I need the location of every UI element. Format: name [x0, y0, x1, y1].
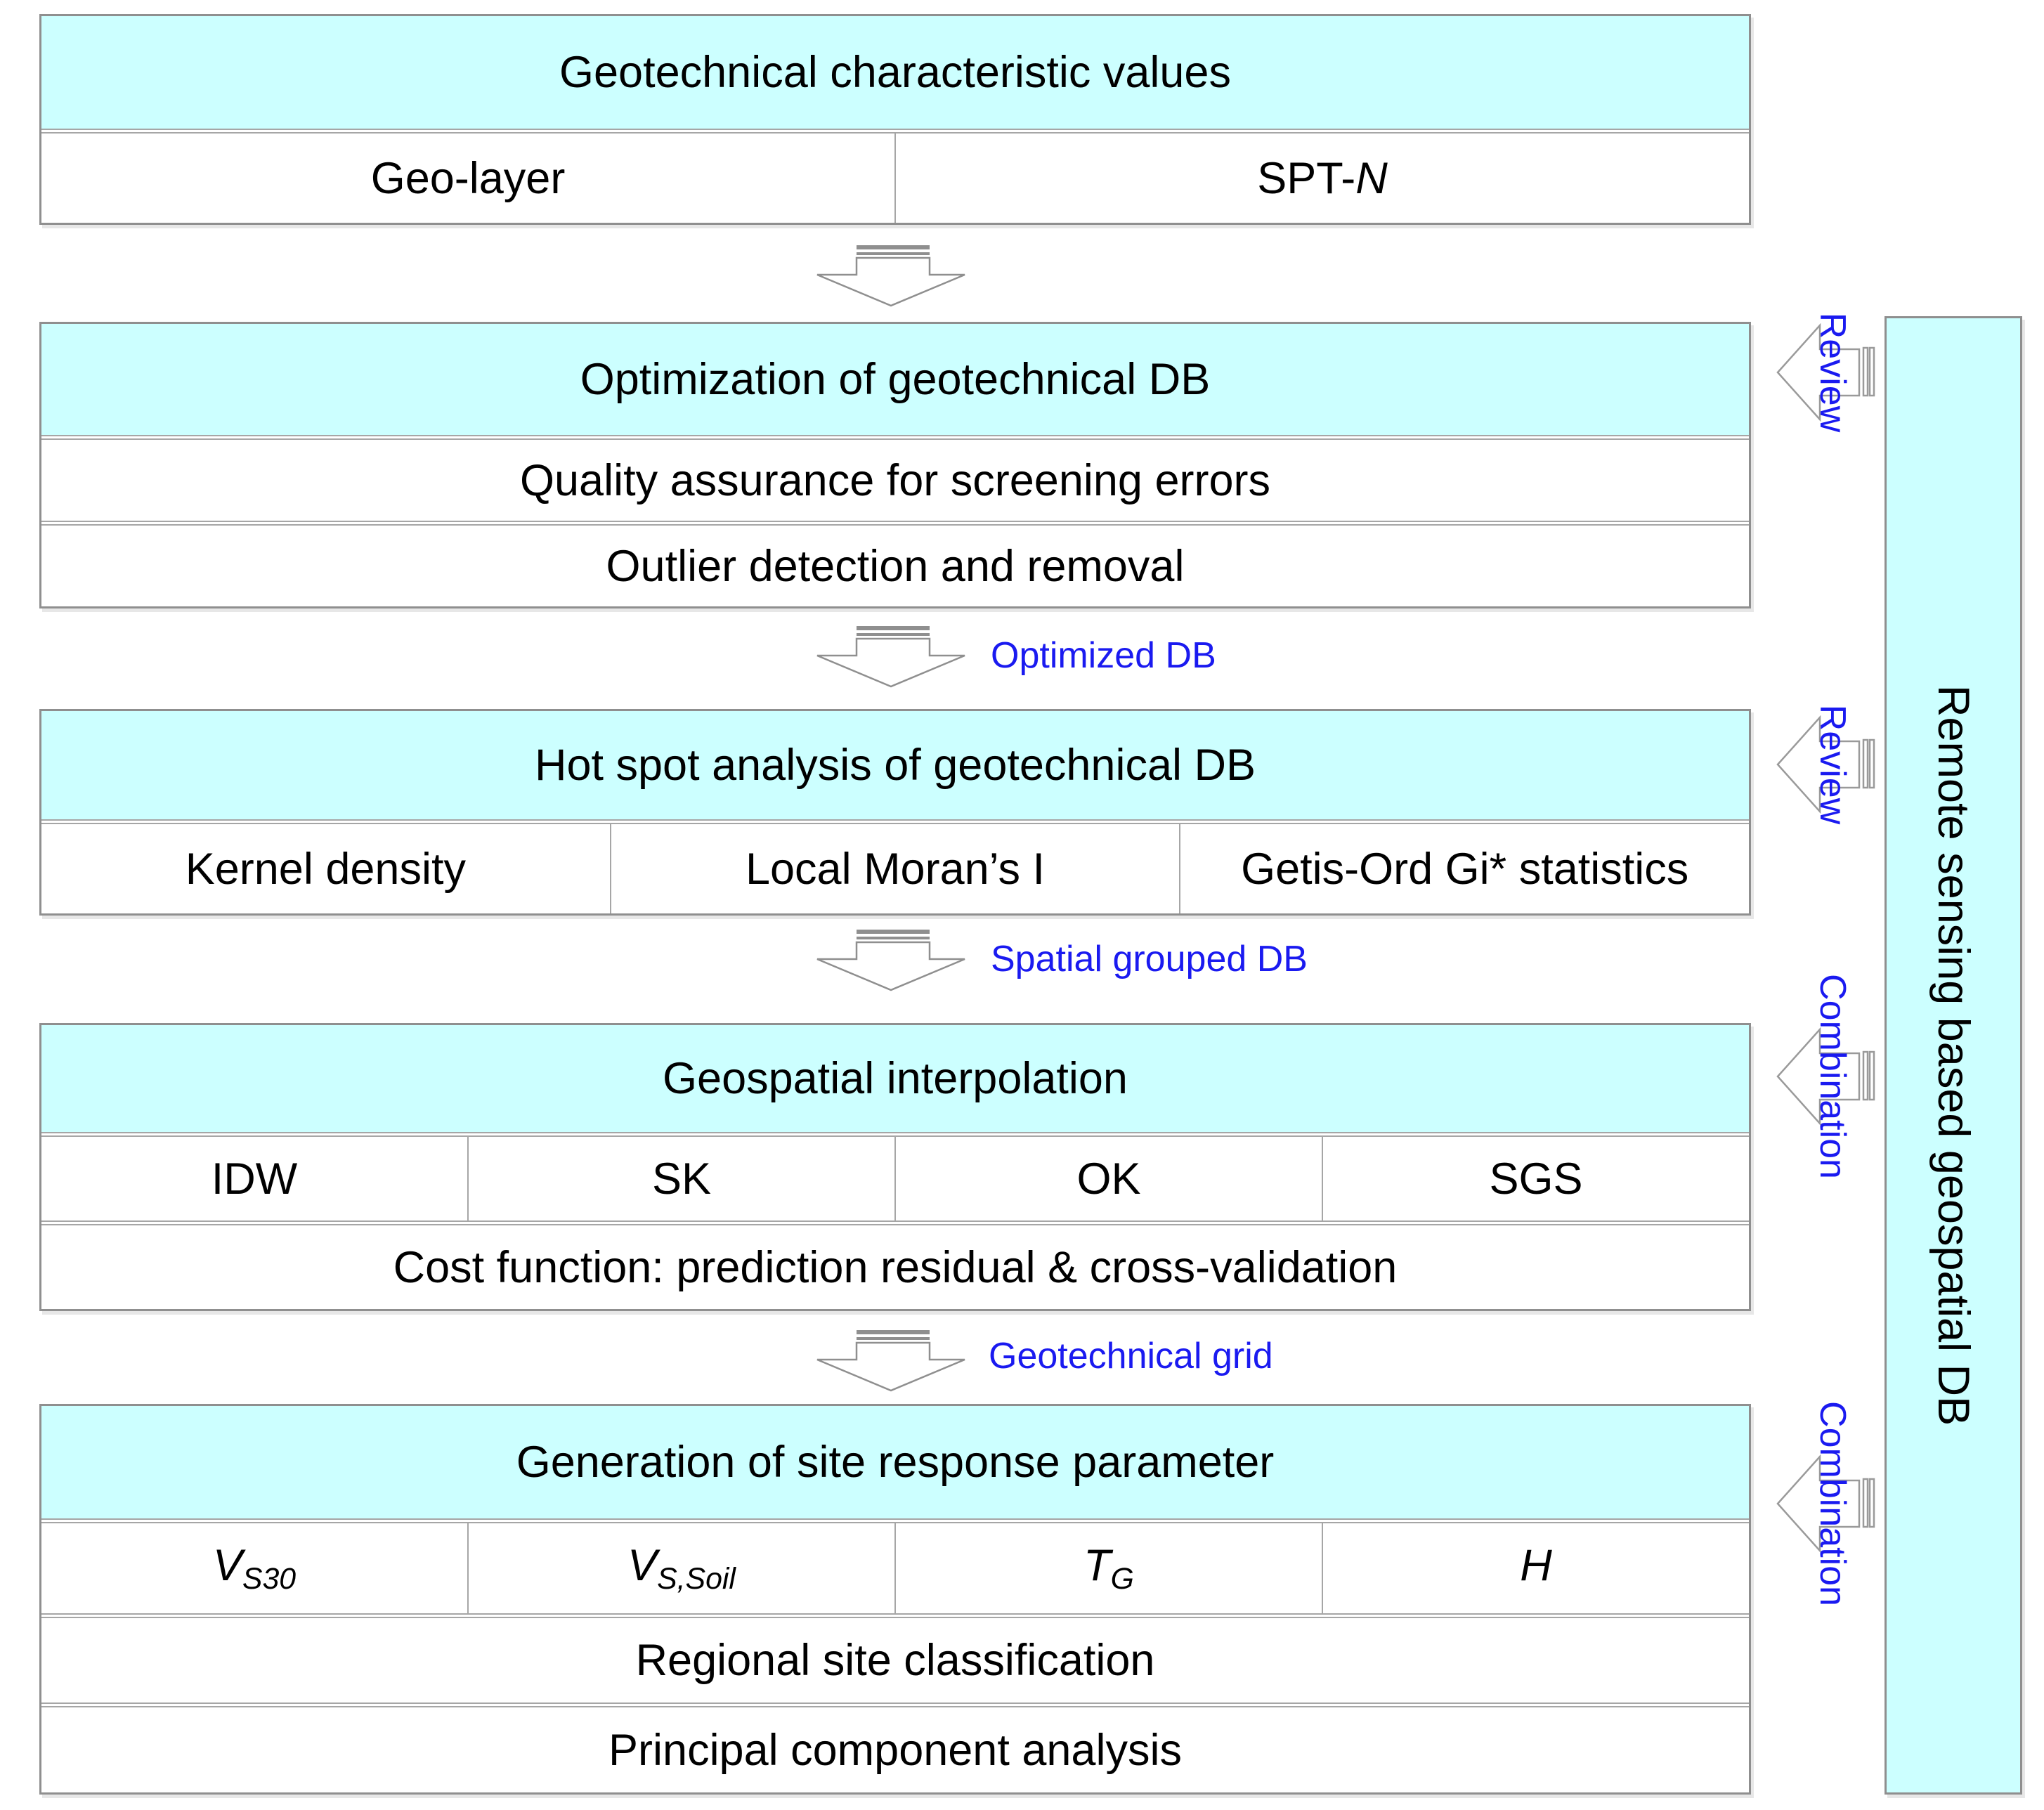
combination-arrow-icon: [1776, 1454, 1875, 1554]
side-label-combination-1: Combination: [1812, 974, 1853, 1179]
cell-sgs: SGS: [1322, 1137, 1749, 1220]
row-principal-component-analysis: Principal component analysis: [41, 1707, 1749, 1793]
row-regional-site-classification: Regional site classification: [41, 1617, 1749, 1703]
cell-h-label: H: [1520, 1540, 1552, 1596]
divider: [41, 129, 1749, 134]
remote-sensing-db-label: Remote sensing based geospatial DB: [1929, 684, 1978, 1426]
flow-label-geotechnical-grid: Geotechnical grid: [989, 1336, 1273, 1376]
box-geospatial-interpolation: Geospatial interpolation IDW SK OK SGS C…: [39, 1023, 1751, 1311]
row-quality-assurance: Quality assurance for screening errors: [41, 440, 1749, 521]
cell-tg-sub: G: [1110, 1561, 1134, 1596]
cell-local-morans-i: Local Moran’s I: [609, 824, 1180, 913]
review-arrow-icon: [1776, 323, 1875, 422]
cell-sgs-label: SGS: [1489, 1154, 1583, 1204]
divider: [41, 521, 1749, 526]
box-geospatial-interpolation-title: Geospatial interpolation: [663, 1054, 1128, 1103]
box-site-response: Generation of site response parameter VS…: [39, 1404, 1751, 1795]
flow-down-arrow-icon: [816, 1330, 965, 1392]
box-optimization-title: Optimization of geotechnical DB: [580, 355, 1211, 404]
flow-down-arrow-icon: [816, 930, 965, 991]
box-optimization-header: Optimization of geotechnical DB: [41, 324, 1749, 435]
side-label-combination-2: Combination: [1812, 1401, 1853, 1606]
review-arrow-icon: [1776, 715, 1875, 814]
row-cost-function-label: Cost function: prediction residual & cro…: [393, 1242, 1398, 1292]
divider: [41, 1613, 1749, 1618]
cell-ok-label: OK: [1076, 1154, 1141, 1204]
cell-spt-n: SPT-N: [894, 134, 1749, 223]
geotechnical-values-cells: Geo-layer SPT-N: [41, 134, 1749, 223]
cell-tg: TG: [894, 1523, 1322, 1613]
cell-kernel-density: Kernel density: [41, 824, 610, 913]
cell-idw: IDW: [41, 1137, 467, 1220]
divider: [41, 435, 1749, 440]
box-site-response-title: Generation of site response parameter: [516, 1438, 1275, 1487]
divider: [41, 819, 1749, 824]
box-hot-spot-analysis: Hot spot analysis of geotechnical DB Ker…: [39, 709, 1751, 916]
cell-vs30-sub: S30: [242, 1561, 297, 1596]
side-label-review-2: Review: [1812, 704, 1853, 825]
cell-vs30-label: VS30: [213, 1540, 296, 1596]
cell-sk: SK: [467, 1137, 894, 1220]
cell-getis-ord-label: Getis-Ord Gi* statistics: [1241, 844, 1689, 894]
box-geotechnical-values-header: Geotechnical characteristic values: [41, 16, 1749, 129]
divider: [41, 1518, 1749, 1523]
cell-local-morans-i-label: Local Moran’s I: [745, 844, 1046, 894]
cell-h-base: H: [1520, 1540, 1552, 1590]
flow-label-spatial-grouped-db: Spatial grouped DB: [991, 939, 1308, 979]
box-optimization: Optimization of geotechnical DB Quality …: [39, 322, 1751, 608]
cell-h: H: [1322, 1523, 1749, 1613]
interpolation-cells: IDW SK OK SGS: [41, 1137, 1749, 1220]
cell-idw-label: IDW: [211, 1154, 298, 1204]
divider: [41, 1702, 1749, 1708]
box-hot-spot-title: Hot spot analysis of geotechnical DB: [534, 741, 1256, 790]
cell-vs30-base: V: [212, 1540, 242, 1590]
flow-label-optimized-db: Optimized DB: [991, 635, 1216, 676]
row-outlier-detection-label: Outlier detection and removal: [606, 541, 1185, 591]
box-site-response-header: Generation of site response parameter: [41, 1406, 1749, 1518]
cell-spt-n-label: SPT-N: [1257, 153, 1388, 204]
cell-vs30: VS30: [41, 1523, 467, 1613]
cell-vs-soil: VS,Soil: [467, 1523, 894, 1613]
cell-ok: OK: [894, 1137, 1322, 1220]
hot-spot-cells: Kernel density Local Moran’s I Getis-Ord…: [41, 824, 1749, 913]
row-cost-function: Cost function: prediction residual & cro…: [41, 1225, 1749, 1309]
divider: [41, 1132, 1749, 1137]
row-regional-site-classification-label: Regional site classification: [635, 1636, 1155, 1686]
box-geospatial-interpolation-header: Geospatial interpolation: [41, 1025, 1749, 1132]
cell-spt-n-italic: N: [1355, 153, 1388, 203]
cell-tg-label: TG: [1083, 1540, 1134, 1596]
cell-geo-layer: Geo-layer: [41, 134, 894, 223]
cell-getis-ord: Getis-Ord Gi* statistics: [1179, 824, 1749, 913]
cell-kernel-density-label: Kernel density: [185, 844, 466, 894]
box-hot-spot-header: Hot spot analysis of geotechnical DB: [41, 711, 1749, 819]
row-principal-component-analysis-label: Principal component analysis: [608, 1725, 1182, 1775]
remote-sensing-db-bar: Remote sensing based geospatial DB: [1884, 316, 2022, 1795]
flow-down-arrow-icon: [816, 245, 965, 307]
cell-vs-soil-base: V: [627, 1540, 658, 1590]
combination-arrow-icon: [1776, 1027, 1875, 1126]
cell-tg-base: T: [1083, 1540, 1111, 1590]
divider: [41, 1220, 1749, 1225]
cell-spt-n-text: SPT-: [1257, 153, 1356, 203]
cell-vs-soil-sub: S,Soil: [657, 1561, 736, 1596]
cell-vs-soil-label: VS,Soil: [627, 1540, 736, 1596]
flow-down-arrow-icon: [816, 626, 965, 688]
box-geotechnical-values: Geotechnical characteristic values Geo-l…: [39, 14, 1751, 225]
row-quality-assurance-label: Quality assurance for screening errors: [520, 455, 1270, 505]
box-geotechnical-values-title: Geotechnical characteristic values: [559, 48, 1231, 97]
site-response-cells: VS30 VS,Soil TG H: [41, 1523, 1749, 1613]
side-label-review-1: Review: [1812, 312, 1853, 433]
row-outlier-detection: Outlier detection and removal: [41, 526, 1749, 606]
cell-geo-layer-label: Geo-layer: [370, 153, 566, 203]
cell-sk-label: SK: [651, 1154, 712, 1204]
